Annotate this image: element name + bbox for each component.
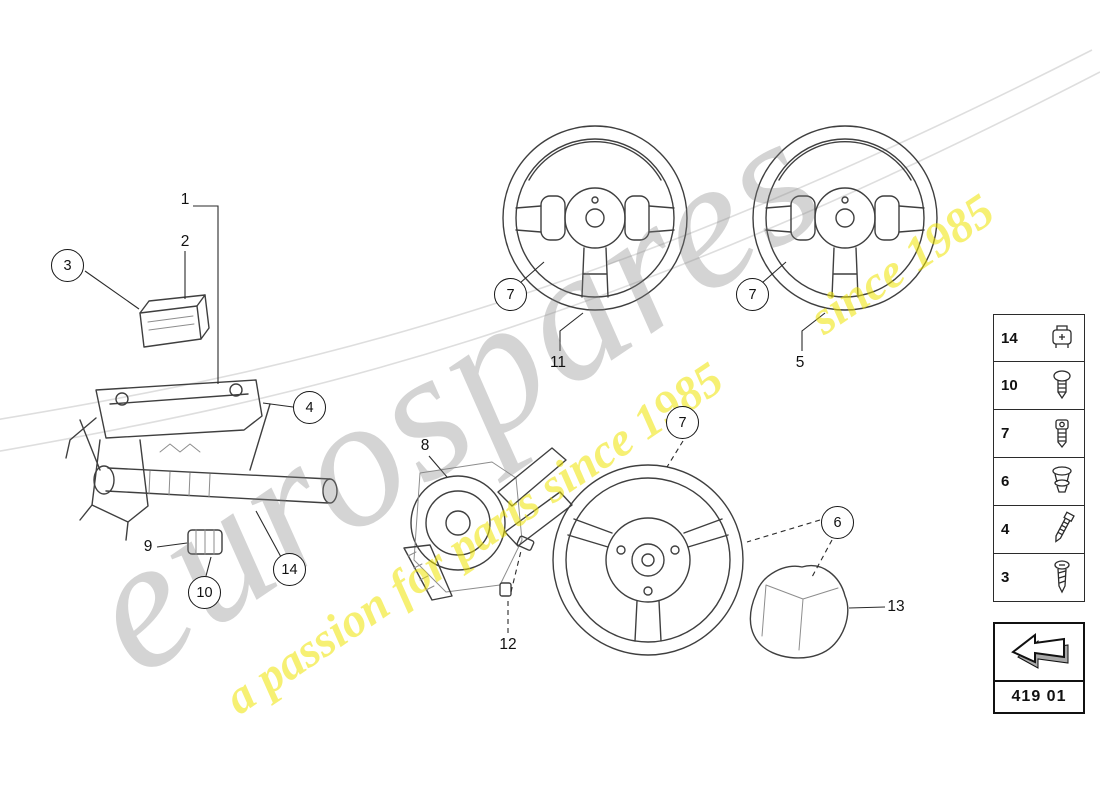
diagram-code: 419 01 [1011, 688, 1067, 705]
callout-7-right[interactable]: 7 [736, 278, 769, 311]
legend-number: 14 [1001, 329, 1018, 347]
fastener-legend: 14 10 7 6 [993, 314, 1085, 602]
steering-column-drawing [65, 379, 338, 541]
torx-bolt-icon [1055, 418, 1069, 448]
callout-1[interactable]: 1 [180, 191, 190, 208]
legend-row-3[interactable]: 3 [993, 554, 1085, 602]
callout-6[interactable]: 6 [821, 506, 854, 539]
steering-wheel-right-drawing [752, 125, 938, 311]
legend-row-6[interactable]: 6 [993, 458, 1085, 506]
callout-4[interactable]: 4 [293, 391, 326, 424]
legend-row-10[interactable]: 10 [993, 362, 1085, 410]
callout-9[interactable]: 9 [143, 538, 153, 555]
legend-row-7[interactable]: 7 [993, 410, 1085, 458]
steering-wheel-rear-drawing [552, 464, 744, 656]
callout-13[interactable]: 13 [887, 598, 905, 615]
callout-7-left[interactable]: 7 [494, 278, 527, 311]
column-switch-assembly-drawing [403, 447, 573, 601]
long-bolt-icon [1055, 510, 1075, 543]
legend-row-4[interactable]: 4 [993, 506, 1085, 554]
steering-wheel-left-drawing [502, 125, 688, 311]
callout-3[interactable]: 3 [51, 249, 84, 282]
legend-row-14[interactable]: 14 [993, 314, 1085, 362]
tapping-screw-icon [1054, 559, 1070, 593]
callout-12[interactable]: 12 [499, 636, 517, 653]
callout-7-rear[interactable]: 7 [666, 406, 699, 439]
switch-unit-drawing [187, 529, 223, 555]
callout-5[interactable]: 5 [795, 354, 805, 371]
airbag-module-drawing [749, 565, 849, 659]
leader-lines-dashed [507, 440, 833, 633]
leader-lines [84, 205, 886, 609]
control-unit-drawing [139, 294, 210, 348]
callout-10[interactable]: 10 [188, 576, 221, 609]
clip-parts-drawing [499, 535, 535, 597]
legend-number: 3 [1001, 569, 1010, 586]
callout-11[interactable]: 11 [549, 354, 567, 371]
background-swoosh [0, 49, 1100, 452]
grommet-nut-icon [1052, 465, 1072, 493]
diagram-code-box: 419 01 [993, 622, 1085, 714]
screw-washer-icon [1053, 369, 1071, 399]
legend-number: 10 [1001, 377, 1018, 394]
clip-nut-icon [1052, 325, 1072, 348]
legend-number: 7 [1001, 425, 1010, 442]
callout-2[interactable]: 2 [180, 233, 190, 250]
back-arrow-icon [995, 624, 1083, 682]
legend-number: 4 [1001, 521, 1010, 538]
callout-14[interactable]: 14 [273, 553, 306, 586]
legend-number: 6 [1001, 473, 1010, 490]
callout-8[interactable]: 8 [420, 437, 430, 454]
